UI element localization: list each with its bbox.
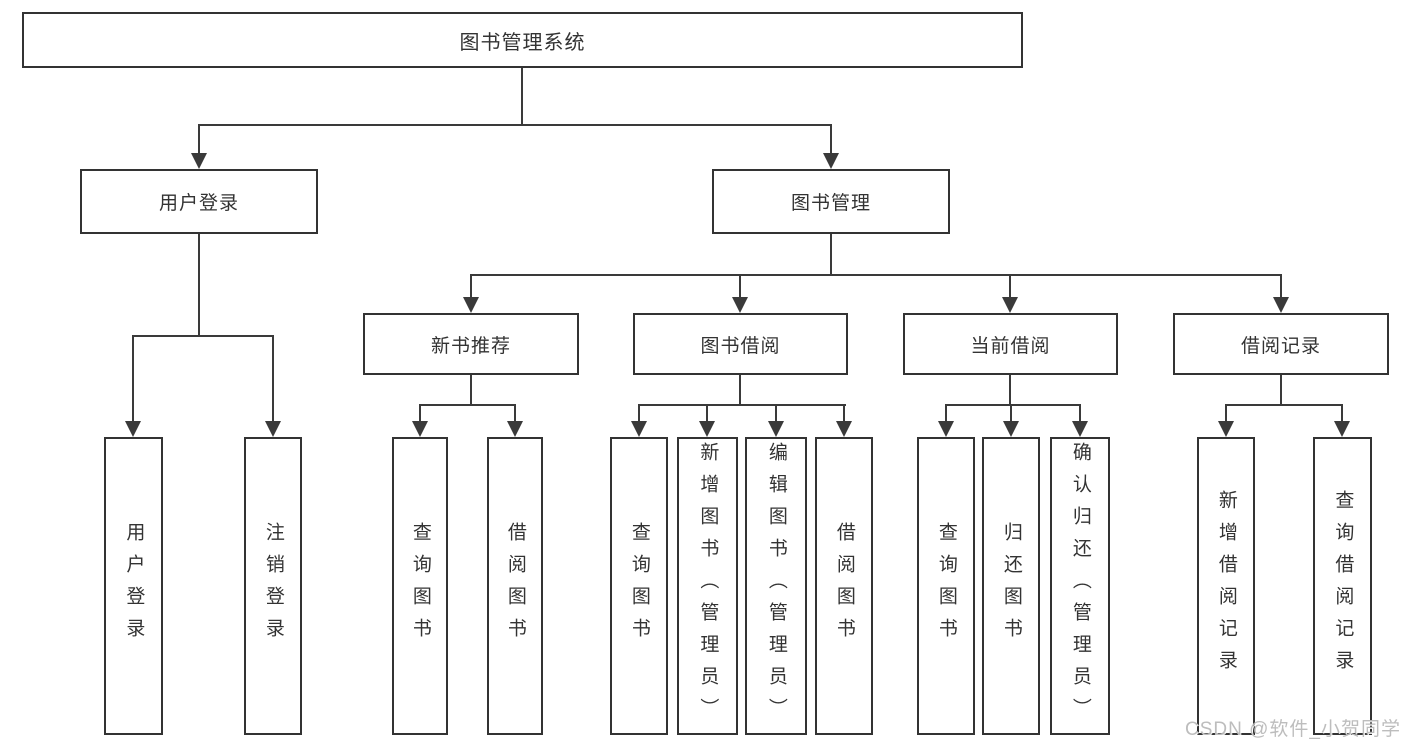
- connector-line: [638, 404, 846, 406]
- connector-line: [1280, 274, 1282, 300]
- connector-line: [830, 124, 832, 156]
- connector-line: [1009, 375, 1011, 406]
- connector-line: [272, 335, 274, 423]
- connector-line: [470, 375, 472, 406]
- leaf-label: 注销登录: [262, 522, 284, 650]
- connector-line: [132, 335, 274, 337]
- connector-line: [1010, 404, 1012, 423]
- leaf-query-books-borrowing: 查询图书: [610, 437, 668, 735]
- leaf-user-login: 用户登录: [104, 437, 163, 735]
- arrow-down-icon: [823, 153, 839, 169]
- leaf-label: 查询图书: [935, 522, 957, 650]
- connector-line: [198, 124, 832, 126]
- arrow-down-icon: [836, 421, 852, 437]
- arrow-down-icon: [125, 421, 141, 437]
- arrow-down-icon: [1334, 421, 1350, 437]
- connector-line: [198, 124, 200, 156]
- leaf-query-books-current: 查询图书: [917, 437, 975, 735]
- connector-line: [638, 404, 640, 423]
- connector-line: [470, 274, 1282, 276]
- node-label: 借阅记录: [1240, 335, 1321, 357]
- connector-line: [706, 404, 708, 423]
- node-new-book-recommend: 新书推荐: [363, 313, 579, 375]
- node-book-borrowing: 图书借阅: [633, 313, 848, 375]
- arrow-down-icon: [699, 421, 715, 437]
- leaf-label: 确认归还（管理员）: [1069, 442, 1091, 730]
- leaf-query-books-recommend: 查询图书: [392, 437, 448, 735]
- leaf-confirm-return-admin: 确认归还（管理员）: [1050, 437, 1110, 735]
- connector-line: [843, 404, 845, 423]
- node-current-borrowing: 当前借阅: [903, 313, 1118, 375]
- arrow-down-icon: [507, 421, 523, 437]
- arrow-down-icon: [1273, 297, 1289, 313]
- connector-line: [1280, 375, 1282, 406]
- leaf-label: 新增借阅记录: [1215, 490, 1237, 682]
- arrow-down-icon: [938, 421, 954, 437]
- leaf-borrow-books: 借阅图书: [815, 437, 873, 735]
- connector-line: [132, 335, 134, 423]
- connector-line: [775, 404, 777, 423]
- node-label: 新书推荐: [430, 335, 511, 357]
- leaf-label: 用户登录: [123, 522, 145, 650]
- connector-line: [945, 404, 947, 423]
- connector-line: [470, 274, 472, 300]
- arrow-down-icon: [1002, 297, 1018, 313]
- connector-line: [739, 375, 741, 406]
- arrow-down-icon: [1003, 421, 1019, 437]
- arrow-down-icon: [1072, 421, 1088, 437]
- node-book-management: 图书管理: [712, 169, 950, 234]
- arrow-down-icon: [463, 297, 479, 313]
- leaf-logout: 注销登录: [244, 437, 302, 735]
- leaf-edit-books-admin: 编辑图书（管理员）: [745, 437, 807, 735]
- leaf-label: 新增图书（管理员）: [697, 442, 719, 730]
- connector-line: [1079, 404, 1081, 423]
- leaf-label: 查询借阅记录: [1332, 490, 1354, 682]
- leaf-add-books-admin: 新增图书（管理员）: [677, 437, 738, 735]
- connector-line: [1225, 404, 1227, 423]
- leaf-label: 借阅图书: [833, 522, 855, 650]
- node-label: 图书借阅: [700, 335, 781, 357]
- connector-line: [1225, 404, 1343, 406]
- connector-line: [514, 404, 516, 423]
- node-label: 当前借阅: [970, 335, 1051, 357]
- connector-line: [739, 274, 741, 300]
- leaf-label: 借阅图书: [504, 522, 526, 650]
- node-library-system: 图书管理系统: [22, 12, 1023, 68]
- connector-line: [198, 234, 200, 336]
- connector-line: [945, 404, 1081, 406]
- leaf-label: 查询图书: [628, 522, 650, 650]
- leaf-return-books: 归还图书: [982, 437, 1040, 735]
- leaf-add-borrow-record: 新增借阅记录: [1197, 437, 1255, 735]
- node-user-login: 用户登录: [80, 169, 318, 234]
- arrow-down-icon: [265, 421, 281, 437]
- leaf-label: 编辑图书（管理员）: [765, 442, 787, 730]
- leaf-borrow-books-recommend: 借阅图书: [487, 437, 543, 735]
- node-label: 用户登录: [158, 193, 239, 214]
- node-label: 图书管理: [790, 193, 871, 214]
- arrow-down-icon: [412, 421, 428, 437]
- leaf-query-borrow-record: 查询借阅记录: [1313, 437, 1372, 735]
- leaf-label: 归还图书: [1000, 522, 1022, 650]
- arrow-down-icon: [631, 421, 647, 437]
- arrow-down-icon: [732, 297, 748, 313]
- arrow-down-icon: [768, 421, 784, 437]
- connector-line: [1341, 404, 1343, 423]
- connector-line: [419, 404, 421, 423]
- arrow-down-icon: [191, 153, 207, 169]
- connector-line: [419, 404, 516, 406]
- leaf-label: 查询图书: [409, 522, 431, 650]
- connector-line: [521, 68, 523, 125]
- arrow-down-icon: [1218, 421, 1234, 437]
- node-borrowing-records: 借阅记录: [1173, 313, 1389, 375]
- connector-line: [830, 234, 832, 276]
- connector-line: [1009, 274, 1011, 300]
- node-label: 图书管理系统: [459, 31, 586, 54]
